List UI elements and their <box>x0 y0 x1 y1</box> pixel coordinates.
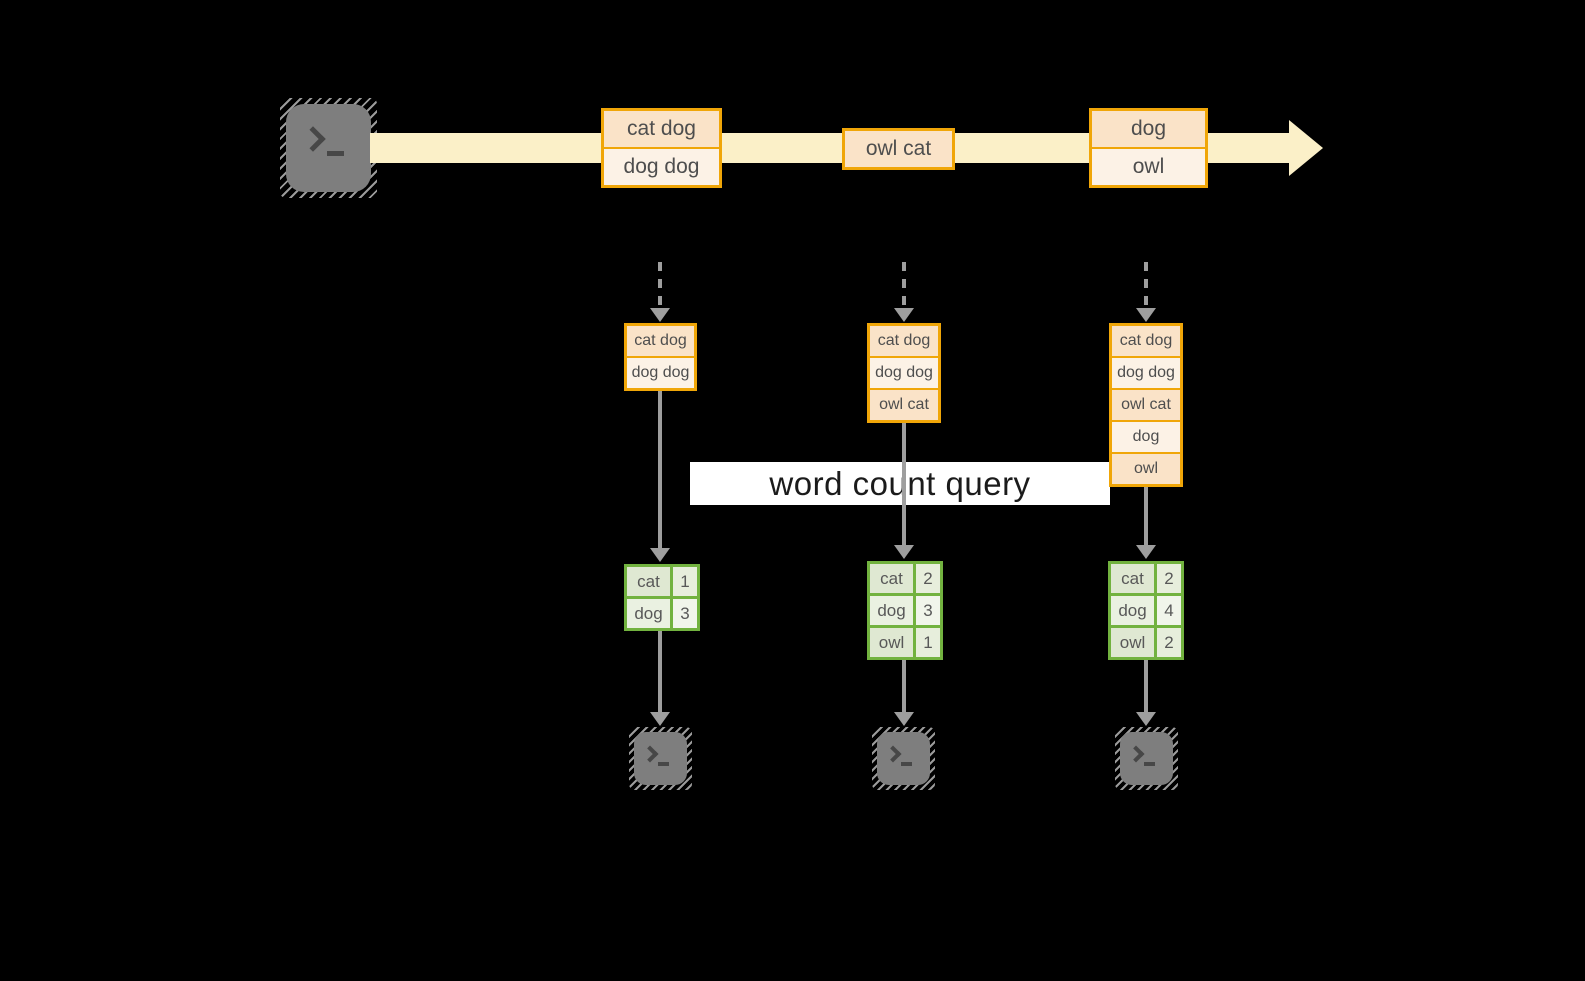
count-word: dog <box>870 596 913 625</box>
count-value: 3 <box>916 596 940 625</box>
event-line: cat dog <box>604 111 719 147</box>
dashed-arrow-line <box>658 262 662 308</box>
arrow-head-icon <box>1136 545 1156 559</box>
dashed-arrow-line <box>902 262 906 308</box>
stream-arrowhead-icon <box>1289 120 1323 176</box>
batch-line: owl <box>1112 452 1180 484</box>
prompt-underscore-icon <box>901 762 912 766</box>
stream-event-box-1: cat dog dog dog <box>601 108 722 188</box>
count-value: 2 <box>1157 564 1181 593</box>
count-value: 3 <box>673 599 697 628</box>
sink-terminal-icon-3 <box>1115 727 1178 790</box>
batch-line: cat dog <box>1112 326 1180 356</box>
terminal-body <box>634 732 687 785</box>
count-word: owl <box>870 628 913 657</box>
batch-line: cat dog <box>870 326 938 356</box>
sink-terminal-icon-1 <box>629 727 692 790</box>
arrow-line <box>1144 487 1148 545</box>
arrow-head-icon <box>894 712 914 726</box>
event-line: dog <box>1092 111 1205 147</box>
dashed-arrow-head-icon <box>650 308 670 322</box>
count-word: dog <box>627 599 670 628</box>
terminal-body <box>286 104 371 192</box>
stream-event-box-3: dog owl <box>1089 108 1208 188</box>
count-word: dog <box>1111 596 1154 625</box>
batch-box-1: cat dog dog dog <box>624 323 697 391</box>
count-value: 2 <box>916 564 940 593</box>
arrow-line <box>1144 660 1148 712</box>
sink-terminal-icon-2 <box>872 727 935 790</box>
batch-line: dog dog <box>870 356 938 388</box>
event-line: dog dog <box>604 147 719 185</box>
batch-box-2: cat dog dog dog owl cat <box>867 323 941 423</box>
terminal-body <box>877 732 930 785</box>
prompt-underscore-icon <box>658 762 669 766</box>
batch-line: dog dog <box>627 356 694 388</box>
query-label-band: word count query <box>690 462 1110 505</box>
count-table-1: cat 1 dog 3 <box>624 564 700 631</box>
count-value: 4 <box>1157 596 1181 625</box>
arrow-head-icon <box>650 712 670 726</box>
arrow-line <box>902 423 906 545</box>
dashed-arrow-head-icon <box>894 308 914 322</box>
count-table-2: cat 2 dog 3 owl 1 <box>867 561 943 660</box>
prompt-underscore-icon <box>1144 762 1155 766</box>
event-line: owl cat <box>845 131 952 167</box>
arrow-line <box>658 391 662 548</box>
count-word: cat <box>870 564 913 593</box>
arrow-head-icon <box>894 545 914 559</box>
stream-event-box-2: owl cat <box>842 128 955 170</box>
batch-line: owl cat <box>870 388 938 420</box>
source-terminal-icon <box>280 98 377 198</box>
arrow-head-icon <box>1136 712 1156 726</box>
dashed-arrow-head-icon <box>1136 308 1156 322</box>
batch-line: dog <box>1112 420 1180 452</box>
arrow-line <box>658 631 662 712</box>
query-label: word count query <box>769 464 1031 502</box>
count-word: owl <box>1111 628 1154 657</box>
batch-box-3: cat dog dog dog owl cat dog owl <box>1109 323 1183 487</box>
batch-line: dog dog <box>1112 356 1180 388</box>
dashed-arrow-line <box>1144 262 1148 308</box>
arrow-line <box>902 660 906 712</box>
count-word: cat <box>627 567 670 596</box>
batch-line: owl cat <box>1112 388 1180 420</box>
batch-line: cat dog <box>627 326 694 356</box>
arrow-head-icon <box>650 548 670 562</box>
count-value: 2 <box>1157 628 1181 657</box>
terminal-body <box>1120 732 1173 785</box>
count-table-3: cat 2 dog 4 owl 2 <box>1108 561 1184 660</box>
count-word: cat <box>1111 564 1154 593</box>
event-line: owl <box>1092 147 1205 185</box>
count-value: 1 <box>673 567 697 596</box>
prompt-underscore-icon <box>327 151 344 156</box>
count-value: 1 <box>916 628 940 657</box>
